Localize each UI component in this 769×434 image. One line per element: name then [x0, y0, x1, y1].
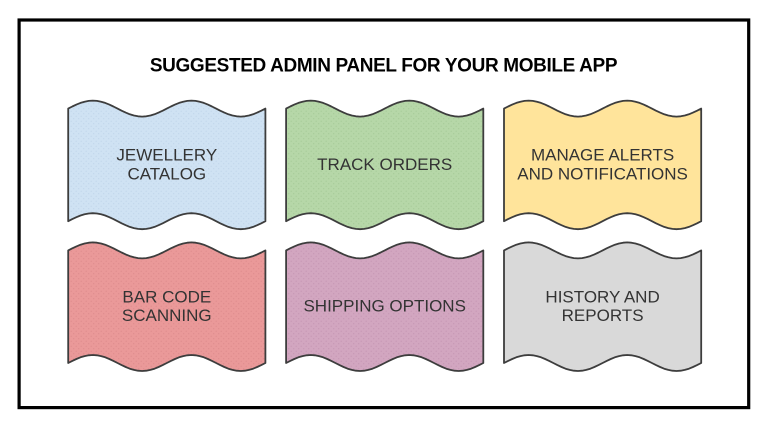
- svg-text:SCANNING: SCANNING: [122, 306, 212, 325]
- svg-text:SHIPPING OPTIONS: SHIPPING OPTIONS: [303, 297, 465, 316]
- svg-text:MANAGE ALERTS: MANAGE ALERTS: [531, 146, 674, 165]
- svg-text:CATALOG: CATALOG: [127, 164, 206, 183]
- svg-text:TRACK ORDERS: TRACK ORDERS: [317, 155, 452, 174]
- svg-text:JEWELLERY: JEWELLERY: [116, 146, 217, 165]
- svg-text:HISTORY AND: HISTORY AND: [545, 288, 659, 307]
- svg-text:BAR CODE: BAR CODE: [122, 288, 211, 307]
- svg-text:REPORTS: REPORTS: [562, 306, 644, 325]
- svg-text:AND NOTIFICATIONS: AND NOTIFICATIONS: [517, 164, 688, 183]
- svg-text:SUGGESTED ADMIN PANEL FOR YOUR: SUGGESTED ADMIN PANEL FOR YOUR MOBILE AP…: [150, 55, 618, 76]
